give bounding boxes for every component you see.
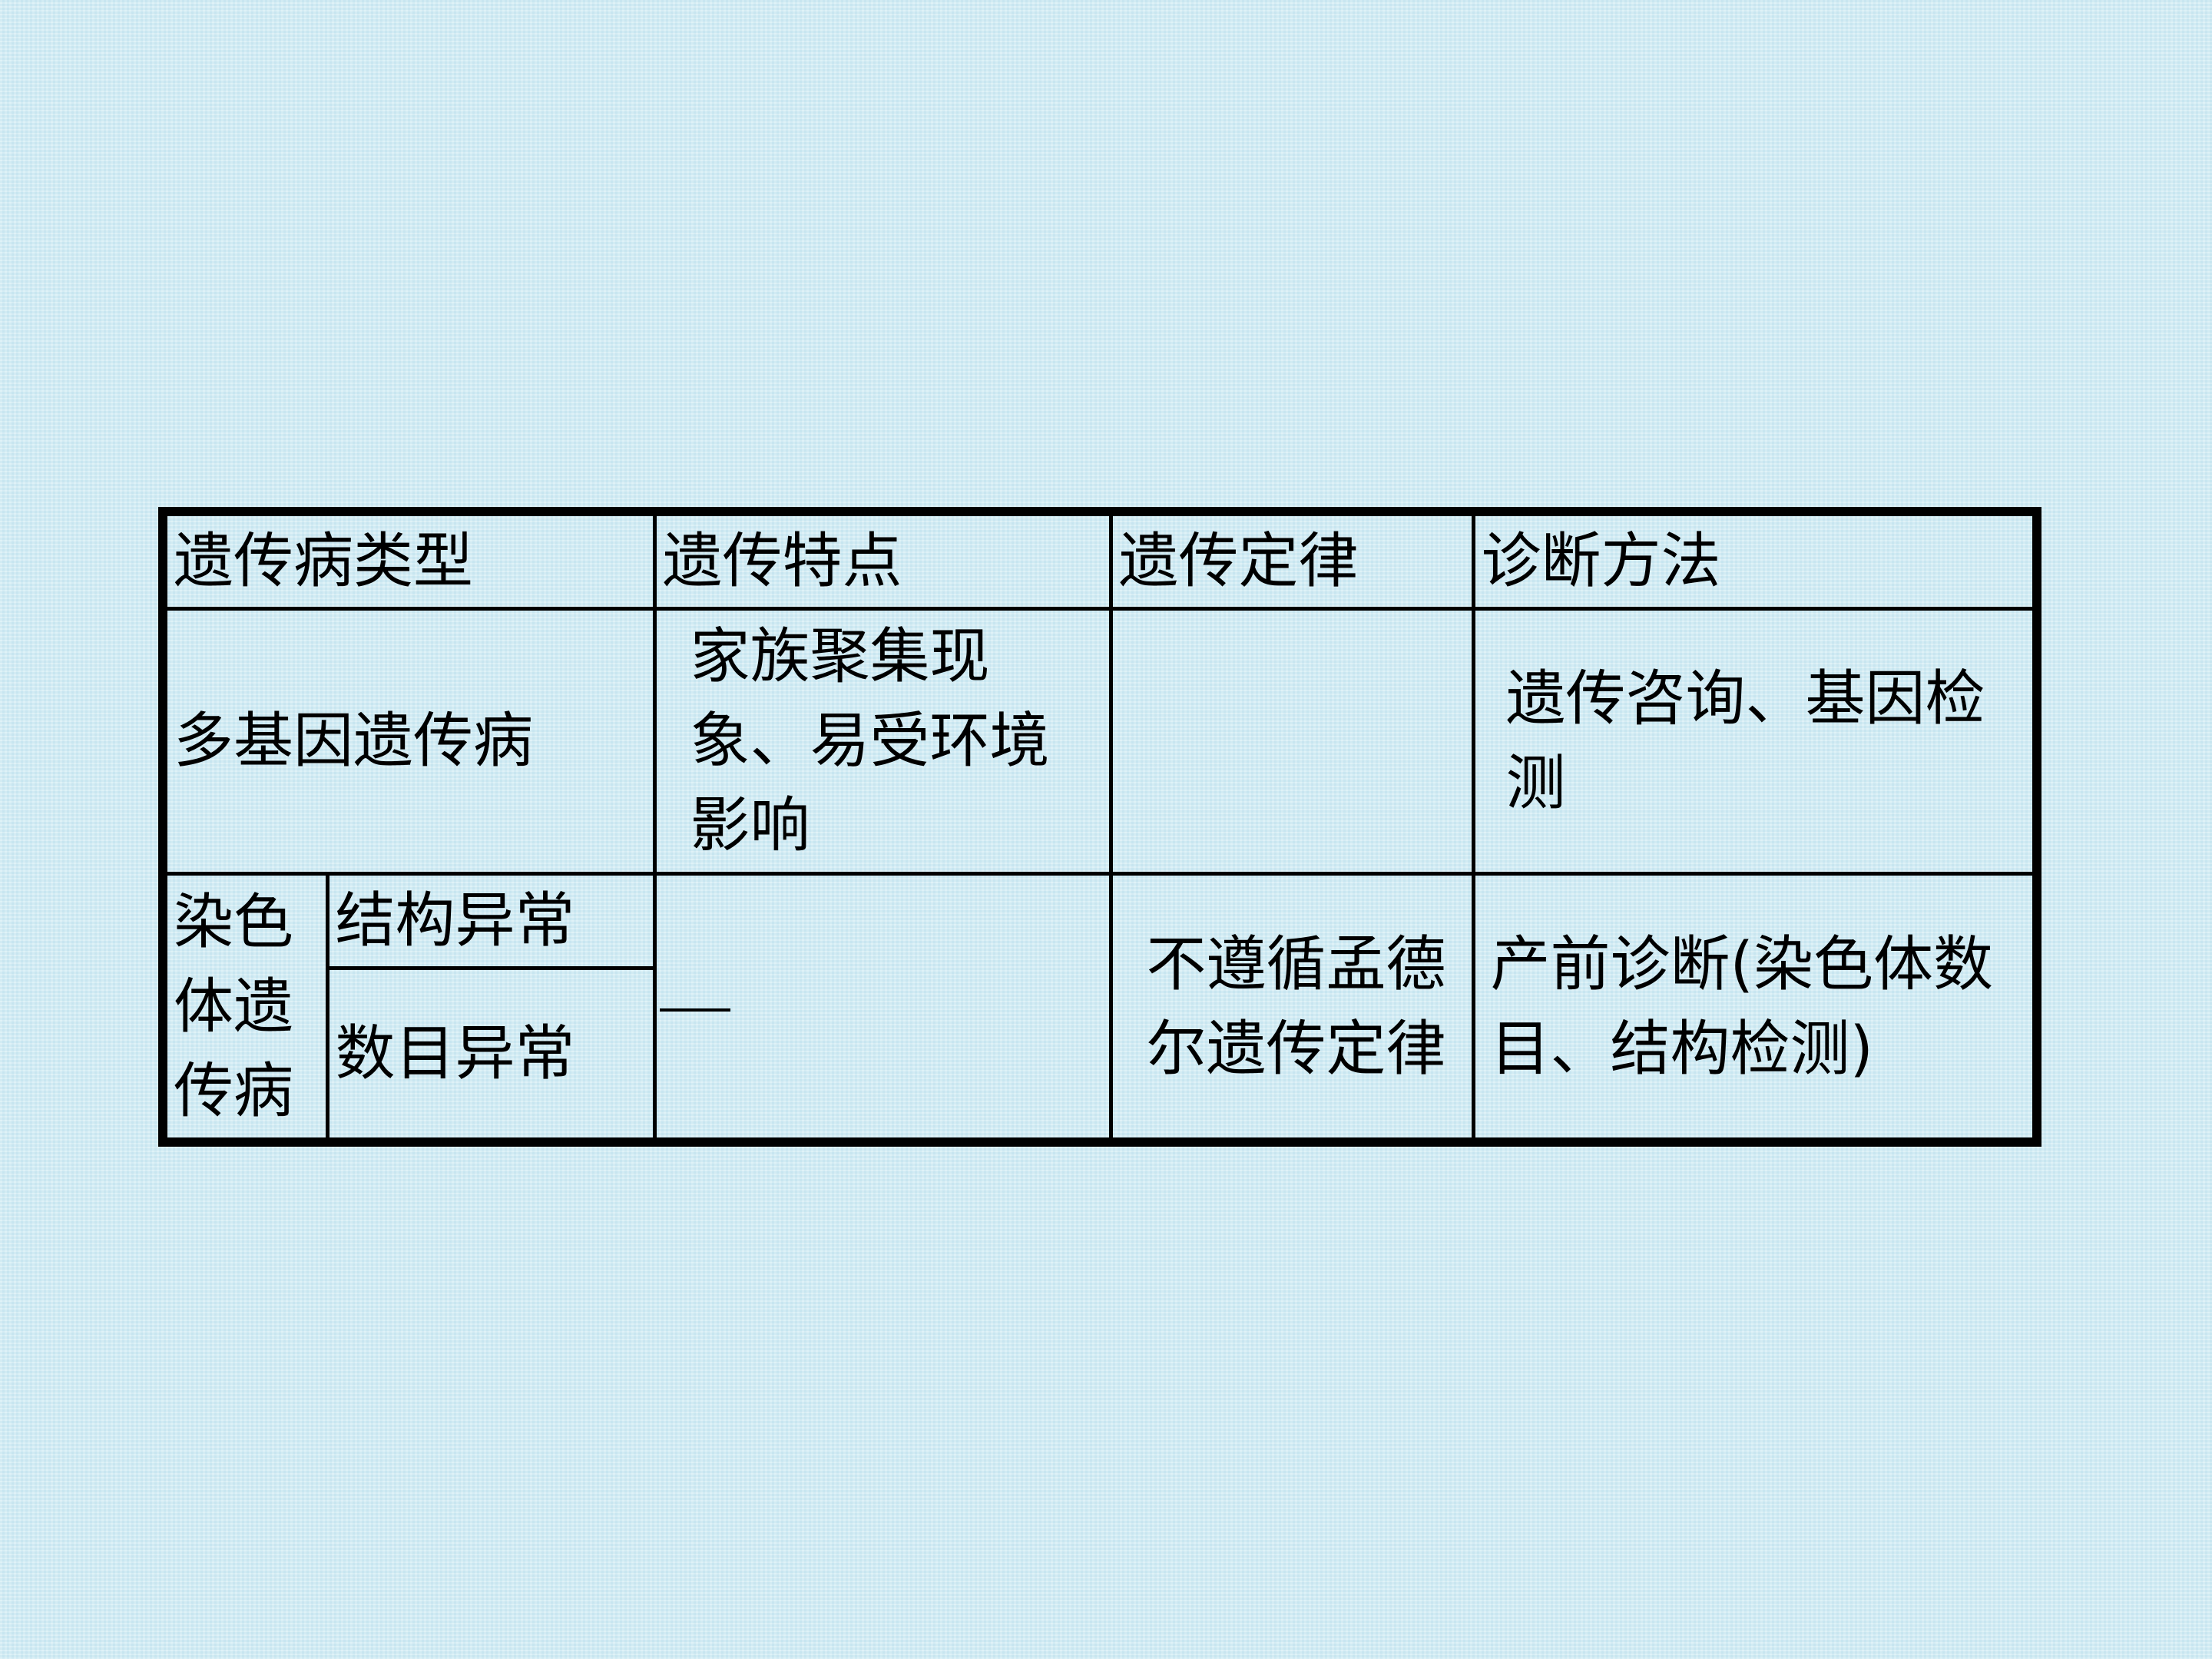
polygenic-law-cell [1108,607,1475,876]
header-disease-type: 遗传病类型 [161,509,657,611]
chromosomal-diagnosis-cell: 产前诊断(染色体数目、结构检测) [1471,872,2039,1144]
header-features: 遗传特点 [652,509,1113,611]
genetic-disease-table: 遗传病类型 遗传特点 遗传定律 诊断方法 多基因遗传病 家族聚集现象、易受环境影… [158,507,2042,1147]
table-row-chromosomal: 染色体遗传病 结构异常 不遵循孟德尔遗传定律 产前诊断(染色体数目、结构检测) [161,872,2039,1144]
polygenic-type-cell: 多基因遗传病 [161,607,657,876]
header-diagnosis: 诊断方法 [1471,509,2039,611]
chromosomal-type-cell: 染色体遗传病 [161,872,329,1144]
chromosomal-law-cell: 不遵循孟德尔遗传定律 [1108,872,1475,1144]
polygenic-features-cell: 家族聚集现象、易受环境影响 [652,607,1113,876]
chromosomal-numerical-cell: 数目异常 [325,966,657,1144]
dash-mark [659,1008,730,1012]
chromosomal-structural-cell: 结构异常 [325,872,657,970]
table-row-chromosomal-sub: 数目异常 [163,966,2037,1144]
table-header-row: 遗传病类型 遗传特点 遗传定律 诊断方法 [161,509,2039,611]
header-law: 遗传定律 [1108,509,1475,611]
chromosomal-features-cell [652,872,1113,1144]
table-row-polygenic: 多基因遗传病 家族聚集现象、易受环境影响 遗传咨询、基因检测 [161,607,2039,876]
polygenic-diagnosis-cell: 遗传咨询、基因检测 [1471,607,2039,876]
